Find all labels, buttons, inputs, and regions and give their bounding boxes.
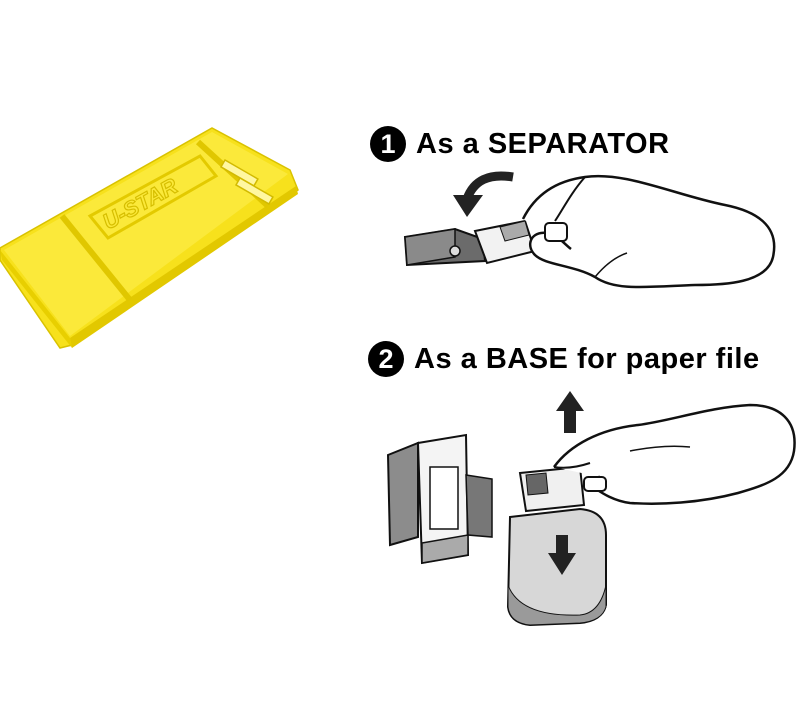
step-1-heading: 1 As a SEPARATOR (370, 126, 670, 162)
separator-illustration (403, 171, 776, 289)
paper-clip-shape (403, 219, 537, 267)
arrow-down-icon (548, 535, 576, 575)
base-piece-shape (386, 433, 493, 565)
step-number-badge: 2 (368, 341, 404, 377)
hand-icon (521, 174, 776, 289)
yellow-separator-product: U-STAR (0, 127, 299, 349)
arrow-up-icon (556, 391, 584, 433)
paper-stack-shape (506, 465, 607, 627)
step-1-text: As a SEPARATOR (416, 127, 670, 160)
step-2-text: As a BASE for paper file (414, 342, 760, 375)
arrow-rotate-icon (453, 171, 514, 217)
step-2-heading: 2 As a BASE for paper file (368, 341, 760, 377)
step-number-badge: 1 (370, 126, 406, 162)
paper-file-base-illustration (386, 391, 796, 627)
hand-icon (552, 403, 796, 505)
